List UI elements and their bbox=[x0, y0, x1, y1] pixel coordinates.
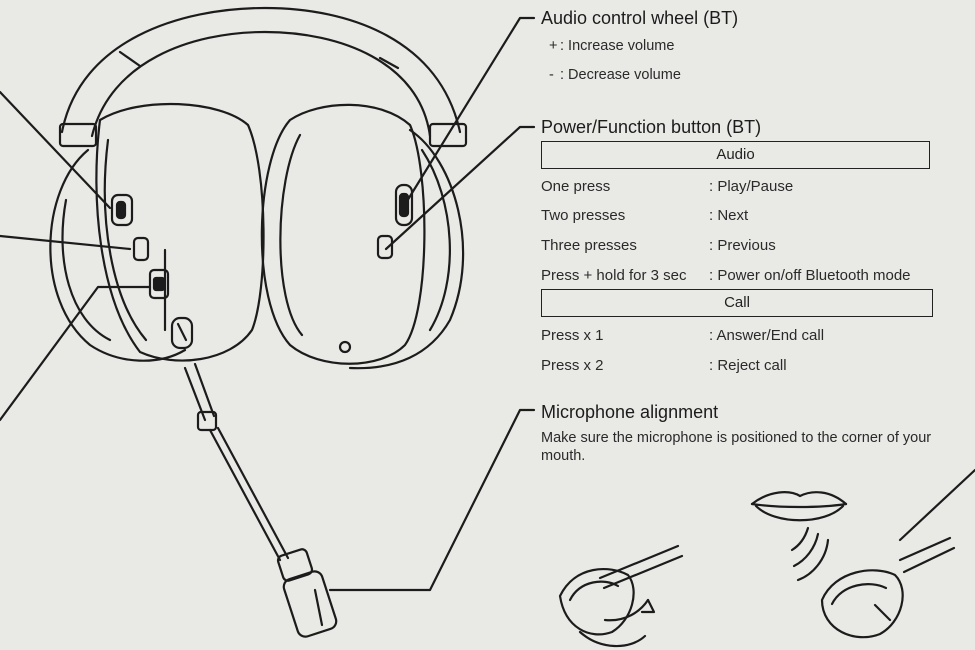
call-row-result: : Reject call bbox=[709, 357, 787, 374]
call-row-result: : Answer/End call bbox=[709, 327, 825, 344]
audio-row-action: Press + hold for 3 sec bbox=[541, 267, 687, 284]
audio-row-result: : Power on/off Bluetooth mode bbox=[709, 267, 911, 284]
mic-title: Microphone alignment bbox=[541, 402, 719, 422]
headband bbox=[58, 6, 468, 148]
wheel-key-minus: - bbox=[549, 67, 554, 83]
wheel-key-plus: + bbox=[549, 38, 558, 54]
mic-rotation-detail bbox=[558, 544, 684, 648]
microphone-boom bbox=[183, 362, 338, 638]
separator-line bbox=[898, 468, 975, 542]
audio-row-action: Two presses bbox=[541, 207, 626, 224]
sound-waves bbox=[790, 526, 830, 582]
wheel-desc-minus: : Decrease volume bbox=[560, 67, 681, 83]
call-header: Call bbox=[541, 289, 933, 317]
call-row-action: Press x 2 bbox=[541, 357, 604, 374]
audio-row-action: Three presses bbox=[541, 237, 637, 254]
call-row-action: Press x 1 bbox=[541, 327, 604, 344]
audio-row-action: One press bbox=[541, 178, 611, 195]
left-earcup bbox=[49, 102, 265, 362]
mouth-illustration bbox=[750, 491, 848, 522]
audio-row-result: : Previous bbox=[709, 237, 776, 254]
audio-header: Audio bbox=[541, 141, 930, 169]
right-earcup bbox=[260, 103, 465, 370]
audio-row-result: : Next bbox=[709, 207, 749, 224]
audio-row-result: : Play/Pause bbox=[709, 178, 794, 195]
right-callout-lines bbox=[328, 16, 536, 592]
left-controls bbox=[110, 193, 194, 350]
left-callout-lines bbox=[0, 90, 152, 422]
power-title: Power/Function button (BT) bbox=[541, 117, 762, 137]
wheel-desc-plus: : Increase volume bbox=[560, 38, 675, 54]
mic-position-detail bbox=[820, 536, 956, 639]
wheel-title: Audio control wheel (BT) bbox=[541, 8, 739, 28]
mic-description: Make sure the microphone is positioned t… bbox=[541, 430, 932, 464]
